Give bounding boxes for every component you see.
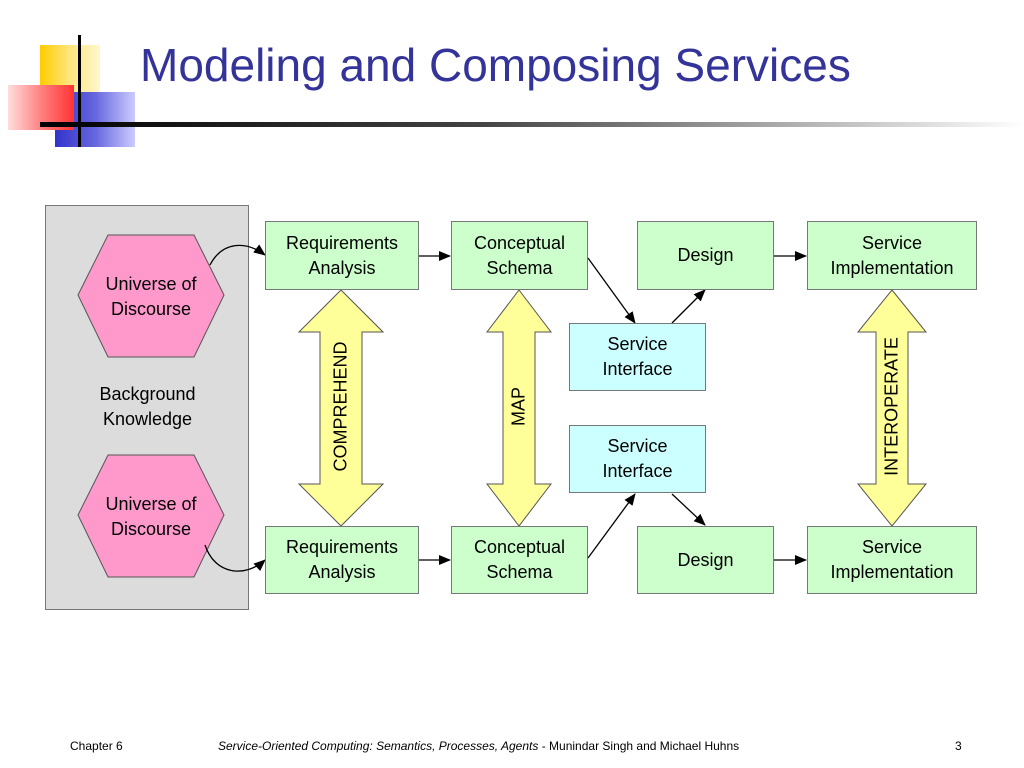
- background-knowledge-label: Background Knowledge: [60, 382, 235, 432]
- requirements-top-line2: Analysis: [308, 257, 376, 278]
- logo-vertical-line: [78, 35, 81, 147]
- slide-title: Modeling and Composing Services: [140, 39, 851, 91]
- design-bottom-label: Design: [677, 549, 734, 570]
- interface-bottom-line1: Service: [607, 436, 668, 456]
- schema-top-line1: Conceptual: [473, 232, 566, 253]
- service-interface-box-top: Service Interface: [569, 323, 706, 391]
- design-box-bottom: Design: [637, 526, 774, 594]
- requirements-top-line1: Requirements: [285, 232, 399, 253]
- comprehend-label: COMPREHEND: [330, 341, 351, 472]
- service-implementation-box-top: Service Implementation: [807, 221, 977, 290]
- universe-hexagon-top: [77, 234, 225, 358]
- schema-bottom-line1: Conceptual: [473, 537, 566, 557]
- interface-top-line2: Interface: [602, 359, 673, 379]
- curve-connector-top: [209, 244, 266, 266]
- requirements-analysis-box-top: Requirements Analysis: [265, 221, 419, 290]
- design-top-label: Design: [677, 245, 734, 265]
- schema-bottom-line2: Schema: [486, 562, 553, 582]
- implementation-top-line1: Service: [861, 232, 922, 253]
- schema-top-line2: Schema: [486, 257, 553, 278]
- interface-bottom-line2: Interface: [602, 461, 673, 481]
- conceptual-schema-box-top: Conceptual Schema: [451, 221, 588, 290]
- footer-citation: Service-Oriented Computing: Semantics, P…: [218, 739, 739, 753]
- arrow-schema-to-interface-top: [587, 257, 636, 324]
- footer-authors: - Munindar Singh and Michael Huhns: [538, 739, 740, 753]
- curve-connector-bottom: [204, 544, 266, 572]
- footer-chapter: Chapter 6: [70, 739, 123, 753]
- universe-bottom-line2: Discourse: [110, 519, 192, 539]
- service-implementation-box-bottom: Service Implementation: [807, 526, 977, 594]
- universe-hexagon-bottom: [77, 454, 225, 578]
- title-underline: [40, 122, 1024, 127]
- universe-label-top: Universe of Discourse: [86, 272, 216, 322]
- interoperate-label: INTEROPERATE: [881, 337, 902, 476]
- service-interface-box-bottom: Service Interface: [569, 425, 706, 493]
- universe-label-bottom: Universe of Discourse: [86, 492, 216, 542]
- requirements-bottom-line2: Analysis: [308, 562, 376, 582]
- arrow-schema-to-interface-bottom: [587, 493, 636, 559]
- map-label: MAP: [508, 387, 529, 427]
- implementation-bottom-line2: Implementation: [830, 562, 954, 582]
- universe-top-line2: Discourse: [110, 299, 192, 319]
- universe-bottom-line1: Universe of: [105, 494, 197, 514]
- background-label-line1: Background: [99, 384, 196, 404]
- implementation-bottom-line1: Service: [861, 537, 922, 557]
- requirements-analysis-box-bottom: Requirements Analysis: [265, 526, 419, 594]
- universe-top-line1: Universe of: [105, 274, 197, 294]
- implementation-top-line2: Implementation: [830, 257, 954, 278]
- background-label-line2: Knowledge: [102, 409, 193, 429]
- requirements-bottom-line1: Requirements: [285, 537, 399, 557]
- footer-book-title: Service-Oriented Computing: Semantics, P…: [218, 739, 539, 753]
- conceptual-schema-box-bottom: Conceptual Schema: [451, 526, 588, 594]
- arrow-interface-to-design-top: [671, 289, 706, 324]
- design-box-top: Design: [637, 221, 774, 290]
- arrow-interface-to-design-bottom: [671, 493, 706, 526]
- interface-top-line1: Service: [607, 334, 668, 354]
- footer-page-number: 3: [955, 739, 962, 753]
